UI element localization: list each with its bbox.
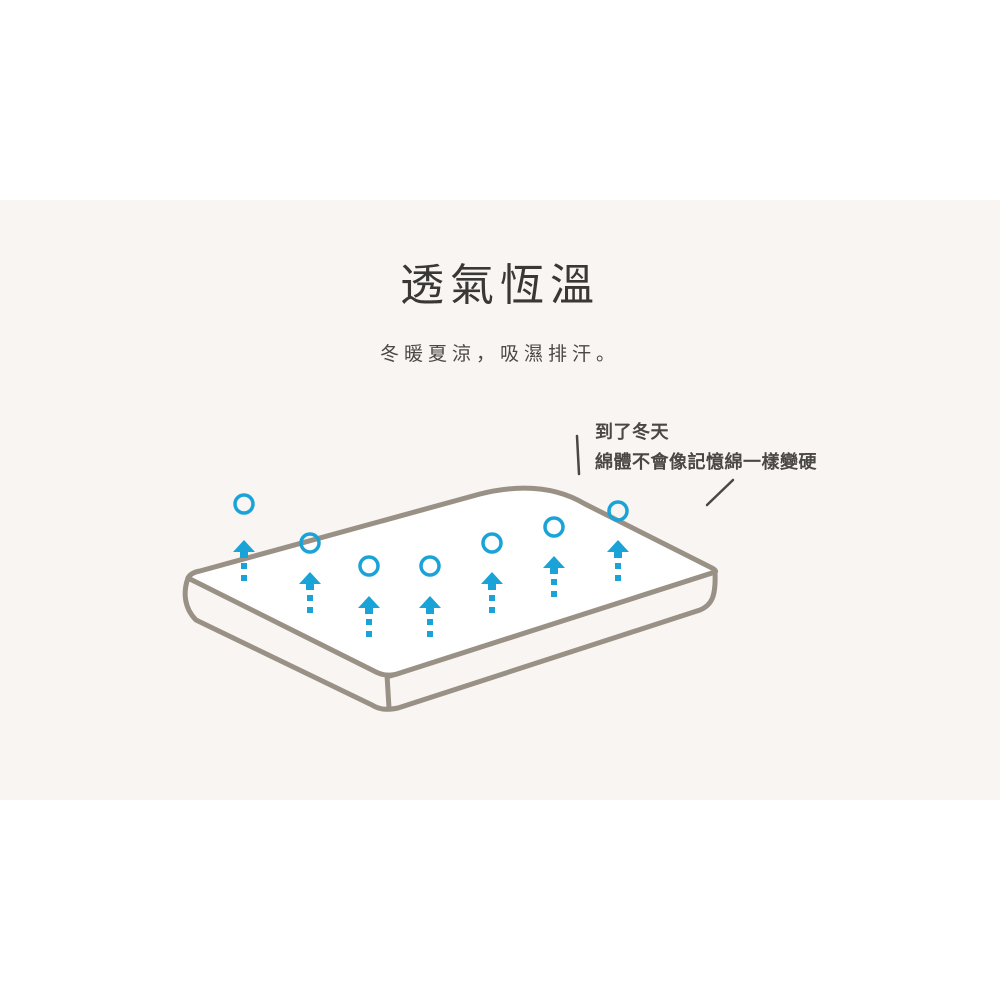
arrow-up-icon (233, 540, 255, 581)
air-bubble-icon (481, 532, 503, 554)
arrow-up-icon (358, 596, 380, 637)
section-subtitle: 冬暖夏涼，吸濕排汗。 (379, 343, 620, 365)
arrow-up-icon (481, 572, 503, 613)
air-bubble-icon (299, 532, 321, 554)
arrow-up-icon (299, 572, 321, 613)
leader-line-left (575, 434, 581, 476)
airflow-arrows (233, 540, 629, 637)
mattress-icon (182, 485, 719, 712)
callout-line-2: 綿體不會像記憶綿一樣變硬 (595, 452, 817, 473)
section-title: 透氣恆溫 (400, 260, 600, 311)
callout-text: 到了冬天 綿體不會像記憶綿一樣變硬 (595, 418, 817, 478)
callout-line-1: 到了冬天 (595, 422, 669, 443)
air-bubble-icon (233, 493, 255, 515)
arrow-up-icon (607, 540, 629, 581)
air-bubble-icon (358, 555, 380, 577)
air-bubble-icon (543, 516, 565, 538)
arrow-up-icon (543, 556, 565, 597)
air-bubble-icon (419, 555, 441, 577)
leader-line-right (705, 478, 735, 507)
airflow-bubbles (233, 493, 629, 577)
air-bubble-icon (607, 500, 629, 522)
arrow-up-icon (419, 596, 441, 637)
